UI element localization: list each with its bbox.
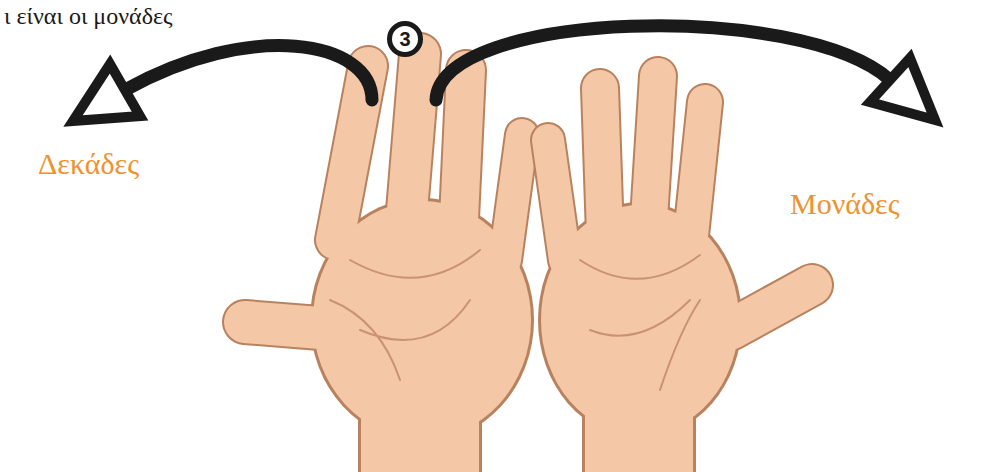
- left-hand: [245, 54, 534, 472]
- tens-label: Δεκάδες: [38, 146, 139, 182]
- right-hand-skin: [541, 76, 812, 472]
- left-hand-skin: [245, 54, 531, 472]
- curved-arrows: [73, 26, 935, 121]
- callout-text: 3: [399, 29, 410, 49]
- callout-number: 3: [387, 21, 423, 57]
- heading-fragment: ι είναι οι μονάδες: [4, 2, 173, 31]
- units-label: Μονάδες: [790, 186, 900, 222]
- right-hand: [538, 76, 812, 472]
